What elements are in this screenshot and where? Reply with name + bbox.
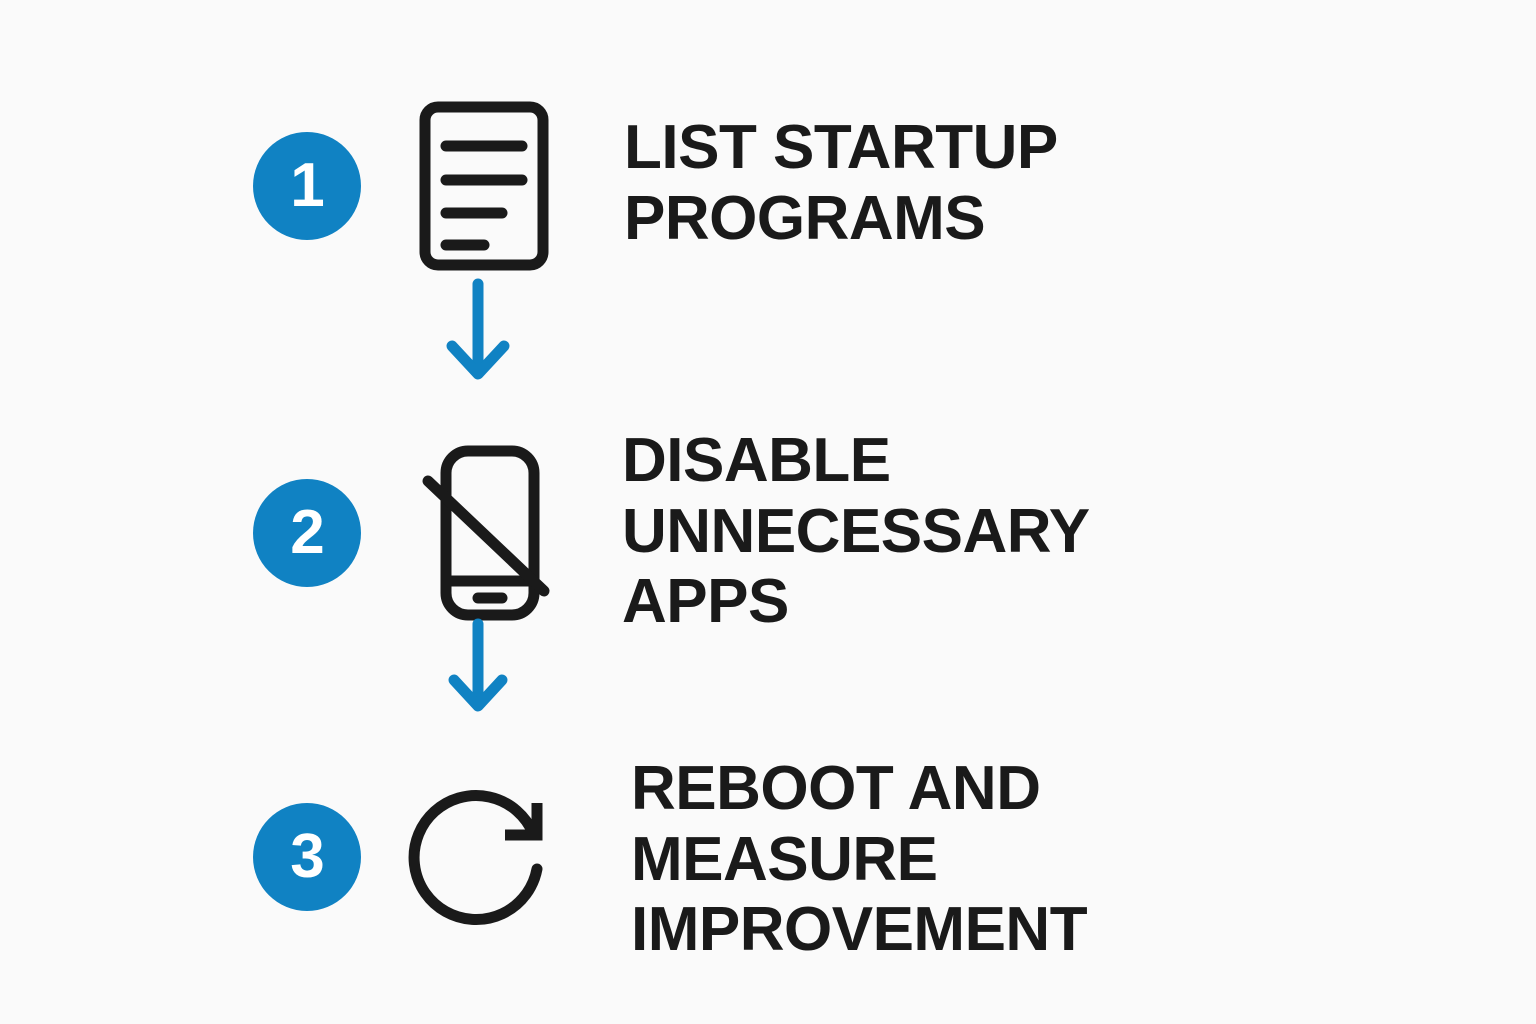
refresh-circular-arrow-icon <box>408 781 563 933</box>
arrow-step2-to-step3 <box>443 618 513 714</box>
step-row-2: 2 DISABLE UNNECESSARY APPS <box>253 426 1090 638</box>
document-lines-icon <box>418 100 550 272</box>
step-row-3: 3 REBOOT AND MEASURE IMPROVEMENT <box>253 748 1088 966</box>
step-label-2: DISABLE UNNECESSARY APPS <box>622 426 1090 637</box>
step-row-1: 1 LIST STARTUP PROGRAMS <box>253 100 1058 272</box>
step-number-3: 3 <box>290 822 324 891</box>
step-badge-1: 1 <box>253 132 361 240</box>
step-badge-3: 3 <box>253 803 361 911</box>
step-number-1: 1 <box>290 151 324 220</box>
step-number-2: 2 <box>290 498 324 567</box>
arrow-step1-to-step2 <box>443 278 513 382</box>
step-label-1: LIST STARTUP PROGRAMS <box>624 113 1058 253</box>
step-badge-2: 2 <box>253 479 361 587</box>
phone-disabled-icon <box>418 441 554 625</box>
step-label-3: REBOOT AND MEASURE IMPROVEMENT <box>631 754 1088 965</box>
